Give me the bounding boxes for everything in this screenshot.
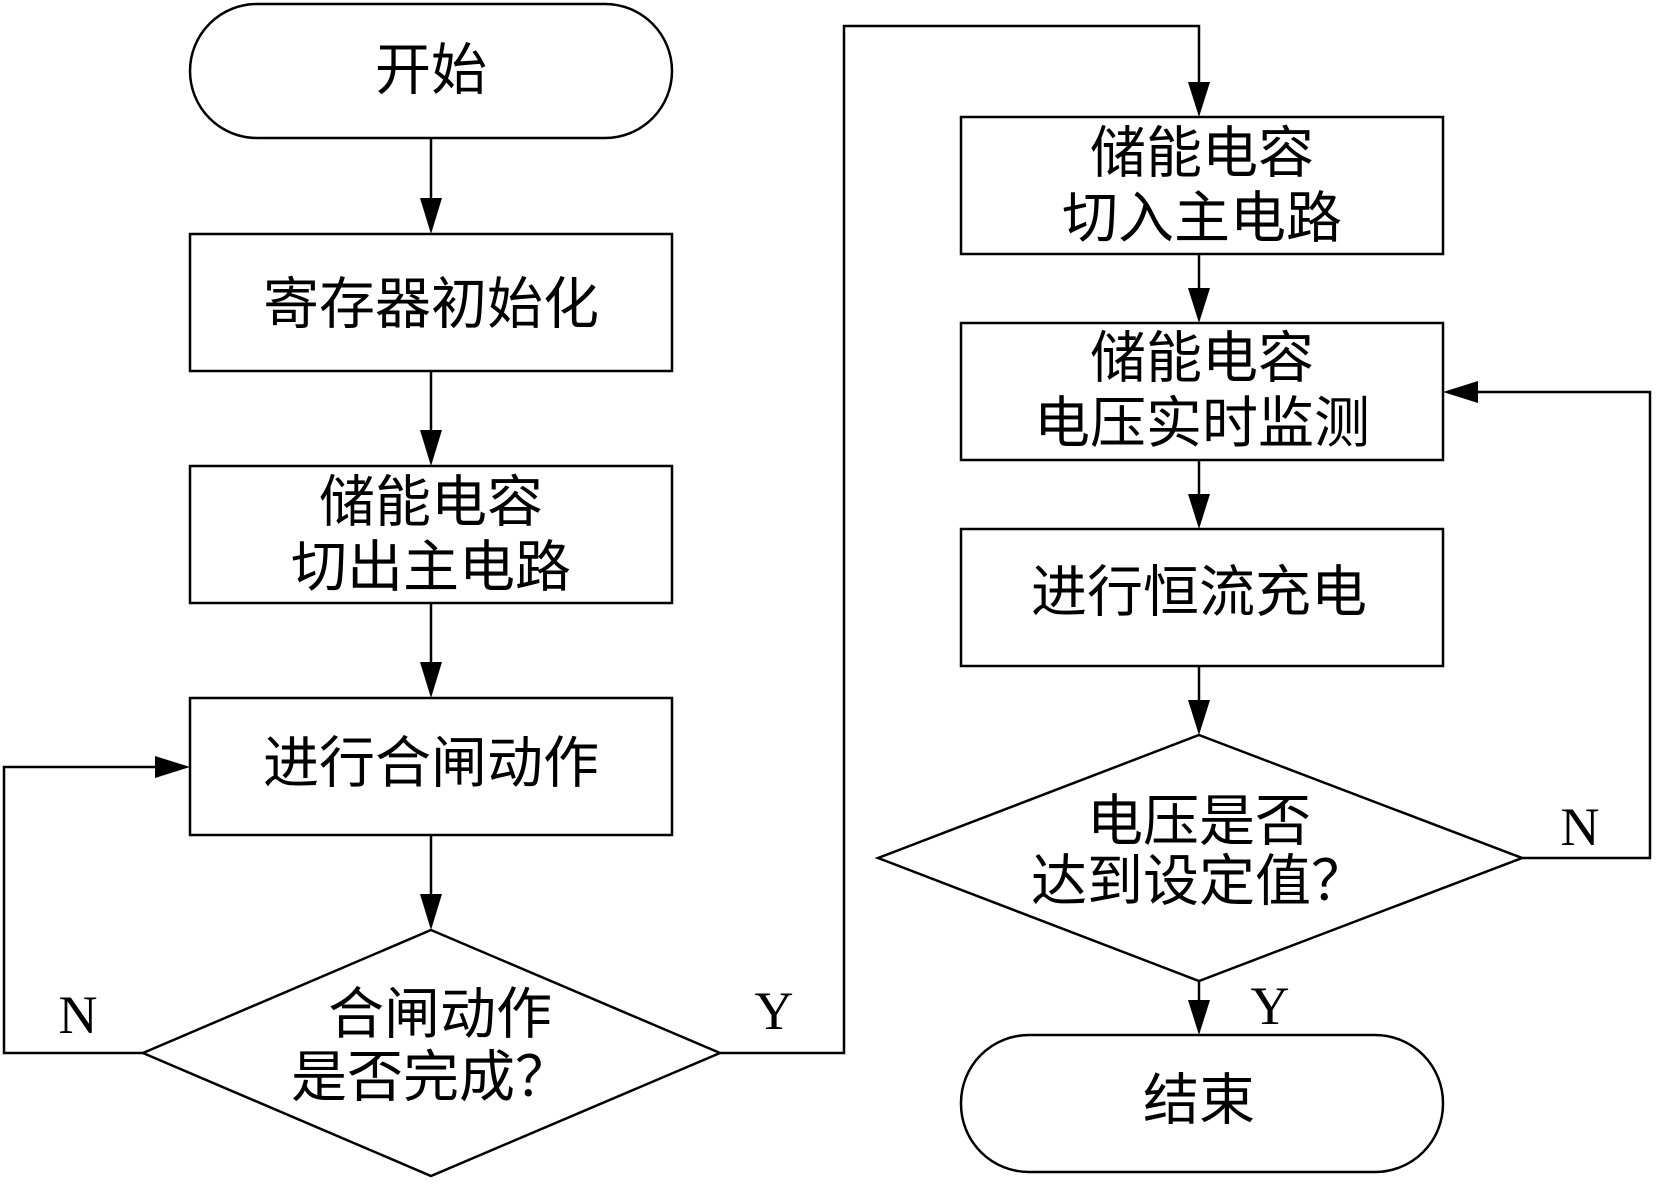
connector-no-loop-close xyxy=(2,765,165,1055)
decision-close-complete xyxy=(139,928,724,1178)
arrowhead-no-loop-monitor xyxy=(1443,381,1478,403)
yes-label-voltage: Y xyxy=(1251,976,1290,1036)
cap-cut-in-line2: 切入主电路 xyxy=(1062,187,1342,252)
voltage-reached-line1: 电压是否 xyxy=(1087,790,1311,855)
end-terminal xyxy=(959,1033,1445,1174)
close-action-label: 进行合闸动作 xyxy=(263,732,599,797)
arrowhead-end xyxy=(1188,1000,1210,1035)
close-complete-line1: 合闸动作 xyxy=(328,983,552,1048)
process-close-action xyxy=(188,696,674,837)
arrowhead-cutin xyxy=(1188,82,1210,117)
close-complete-line2: 是否完成？ xyxy=(291,1046,571,1111)
yes-label-close: Y xyxy=(755,981,794,1041)
no-label-voltage: N xyxy=(1561,797,1600,857)
cap-cut-out-line1: 储能电容 xyxy=(319,471,543,536)
arrowhead-init xyxy=(420,198,442,234)
arrowhead-decision2 xyxy=(1188,700,1210,735)
process-init-registers xyxy=(188,232,674,373)
no-label-close: N xyxy=(59,985,98,1045)
process-voltage-monitor xyxy=(959,321,1445,462)
voltage-monitor-line1: 储能电容 xyxy=(1090,327,1314,392)
arrowhead-cutout xyxy=(420,430,442,466)
arrowhead-monitor xyxy=(1188,288,1210,323)
init-registers-label: 寄存器初始化 xyxy=(263,273,599,338)
cap-cut-out-line2: 切出主电路 xyxy=(291,536,571,601)
end-label: 结束 xyxy=(1143,1069,1255,1134)
start-label: 开始 xyxy=(375,39,487,104)
voltage-monitor-line2: 电压实时监测 xyxy=(1034,392,1370,457)
charge-label: 进行恒流充电 xyxy=(1031,561,1367,626)
arrowhead-decision1 xyxy=(420,894,442,930)
cap-cut-in-line1: 储能电容 xyxy=(1090,122,1314,187)
connector-no-loop-monitor xyxy=(1468,390,1652,860)
voltage-reached-line2: 达到设定值？ xyxy=(1031,850,1367,915)
arrowhead-no-loop-close xyxy=(155,756,190,778)
connector-yes-to-cutin xyxy=(720,24,1201,1055)
process-cap-cut-in xyxy=(959,115,1445,256)
arrowhead-charge xyxy=(1188,494,1210,529)
process-constant-current-charge xyxy=(959,527,1445,668)
arrowhead-close xyxy=(420,662,442,698)
